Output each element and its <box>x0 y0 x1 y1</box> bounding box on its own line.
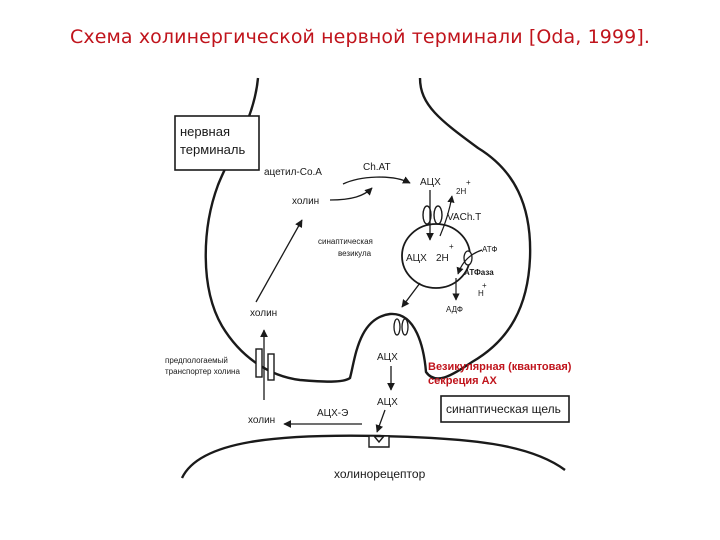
cholinoreceptor-label: холинорецептор <box>334 467 426 481</box>
choline-to-chat-arrow <box>329 187 373 201</box>
vacht-label: VACh.T <box>447 212 481 223</box>
transporter-label-line2: транспортер холина <box>165 367 240 376</box>
ach-cleft-label: АЦХ <box>377 397 398 408</box>
choline-transporter-icon <box>267 353 275 381</box>
ach-top-label: АЦХ <box>420 177 441 188</box>
ach-release-label: АЦХ <box>377 352 398 363</box>
synaptic-vesicle-label-line1: синаптическая <box>318 237 373 246</box>
ache-label: АЦХ-Э <box>317 408 348 419</box>
synaptic-cleft-box <box>440 395 570 423</box>
synaptic-cleft-label: синаптическая щель <box>446 402 561 416</box>
terminal-label-line1: нервная <box>180 124 230 139</box>
nerve-terminal-membrane <box>204 77 532 383</box>
choline-mid-label: холин <box>250 308 277 319</box>
h-plus-sign: + <box>482 281 487 290</box>
synaptic-vesicle-label-line2: везикула <box>338 249 372 258</box>
two-h-vesicle-label: 2H <box>436 253 449 264</box>
vesicular-secretion-note-line2: секреция АХ <box>428 375 498 387</box>
vesicular-secretion-note-line1: Везикулярная (квантовая) <box>428 361 572 373</box>
chat-label: Ch.AT <box>363 162 391 173</box>
plus-vesicle-label: + <box>449 242 454 251</box>
atpase-label: АТФаза <box>464 268 494 277</box>
postsynaptic-membrane <box>180 434 566 479</box>
transporter-label-line1: предпологаемый <box>165 356 228 365</box>
ach-to-receptor-arrow <box>375 409 386 433</box>
cholinoreceptor-icon <box>368 435 390 448</box>
proton-out-arrow <box>439 195 455 237</box>
h-plus-label: H <box>478 289 484 298</box>
adp-label: АДФ <box>446 305 463 314</box>
atp-label: АТФ <box>482 245 497 254</box>
ach-vesicle-label: АЦХ <box>406 253 427 264</box>
choline-lower-label: холин <box>248 415 275 426</box>
choline-recycle-arrow <box>255 219 303 303</box>
slide-title: Схема холинергической нервной терминали … <box>70 26 650 48</box>
docked-vesicle-pore-icon <box>393 318 401 336</box>
vacht-transporter-icon <box>422 205 432 225</box>
choline-upper-label: холин <box>292 196 319 207</box>
acetyl-coa-label: ацетил-Co.A <box>264 167 322 178</box>
chat-reaction-arrow <box>342 176 411 185</box>
terminal-label-box <box>174 115 260 171</box>
vesicle-docking-arrow <box>401 282 421 308</box>
docked-vesicle-pore-icon <box>401 318 409 336</box>
atp-input-arrow <box>456 249 483 275</box>
plus-top-label: + <box>466 178 471 187</box>
choline-transporter-icon <box>255 348 263 378</box>
vacht-transporter-icon <box>433 205 443 225</box>
terminal-label-line2: терминаль <box>180 142 245 157</box>
two-h-top-label: 2H <box>456 187 466 196</box>
